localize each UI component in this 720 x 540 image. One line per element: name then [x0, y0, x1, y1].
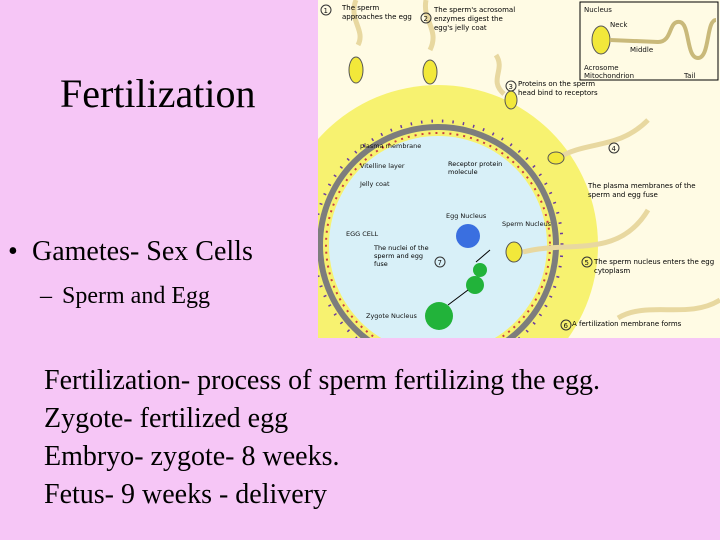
fusing-nucleus-small: [473, 263, 487, 277]
sperm-3-tail: [493, 53, 506, 96]
zygote-nucleus: [425, 302, 453, 330]
caption-step-7: The nuclei of the sperm and egg fuse: [374, 244, 429, 268]
sperm-4-tail: [556, 118, 650, 161]
label-sperm-nucleus-inside: Sperm Nucleus: [502, 220, 552, 228]
egg-cytoplasm: [329, 136, 547, 338]
caption-step-1: The sperm approaches the egg: [342, 4, 412, 21]
label-egg-nucleus: Egg Nucleus: [446, 212, 487, 220]
label-neck: Neck: [610, 21, 628, 29]
sperm-5-tail: [522, 208, 651, 255]
arrow-2: [447, 289, 469, 306]
step-marker-6: 6: [560, 319, 572, 331]
step-marker-2: 2: [420, 12, 432, 24]
vitelline-layer: [318, 124, 559, 338]
sperm-1-head: [348, 56, 364, 84]
step-marker-7: 7: [434, 256, 446, 268]
label-tail: Tail: [683, 72, 695, 80]
step-marker-5: 5: [581, 256, 593, 268]
caption-step-5: The sperm nucleus enters the egg cytopla…: [594, 258, 714, 275]
label-acrosome: Acrosome: [584, 64, 619, 72]
sperm-2-tail: [422, 0, 436, 52]
bullet-dot: •: [8, 236, 18, 267]
sub-bullet-text: Sperm and Egg: [62, 283, 210, 309]
definition-zygote: Zygote- fertilized egg: [44, 403, 289, 434]
label-middle: Middle: [630, 46, 653, 54]
slide-title: Fertilization: [60, 71, 256, 116]
definition-embryo: Embryo- zygote- 8 weeks.: [44, 441, 340, 472]
label-jelly-coat: Jelly coat: [359, 180, 390, 188]
plasma-membrane: [325, 132, 551, 338]
caption-step-3: Proteins on the sperm head bind to recep…: [518, 80, 598, 97]
definition-fetus: Fetus- 9 weeks - delivery: [44, 479, 328, 510]
label-nucleus: Nucleus: [584, 6, 612, 14]
step-marker-1: 1: [320, 4, 332, 16]
fusing-nucleus-large: [466, 276, 484, 294]
sperm-4-head: [547, 151, 565, 165]
label-egg-cell: EGG CELL: [346, 230, 379, 238]
sperm-2-head: [422, 59, 438, 85]
svg-text:5: 5: [585, 259, 589, 267]
sperm-6-tail: [616, 297, 720, 321]
arrow-1: [475, 249, 491, 263]
caption-step-6: A fertilization membrane forms: [572, 320, 681, 328]
sperm-3-head: [504, 90, 518, 110]
svg-text:4: 4: [612, 145, 617, 153]
definition-fertilization: Fertilization- process of sperm fertiliz…: [44, 365, 600, 396]
caption-step-4: The plasma membranes of the sperm and eg…: [588, 182, 696, 199]
bullet-gametes: • Gametes- Sex Cells: [8, 234, 253, 270]
step-marker-3: 3: [505, 80, 517, 92]
bullet-text: Gametes- Sex Cells: [32, 236, 253, 267]
label-vitelline-layer: Vitelline layer: [360, 162, 405, 170]
step-marker-4: 4: [608, 142, 620, 154]
svg-text:2: 2: [424, 15, 428, 23]
svg-text:7: 7: [438, 259, 442, 267]
label-plasma-membrane: plasma membrane: [360, 142, 421, 150]
inset-sperm-tail: [609, 18, 717, 61]
sperm-1-tail: [351, 0, 363, 47]
sperm-5-head: [505, 241, 523, 263]
egg-nucleus: [456, 224, 480, 248]
svg-text:6: 6: [564, 322, 569, 330]
svg-text:3: 3: [509, 83, 513, 91]
label-zygote-nucleus: Zygote Nucleus: [366, 312, 417, 320]
label-mitochondrion: Mitochondrion: [584, 72, 634, 80]
sub-bullet-sperm-egg: –Sperm and Egg: [40, 280, 210, 312]
definitions-list: Fertilization- process of sperm fertiliz…: [44, 362, 600, 514]
label-receptor: Receptor protein molecule: [448, 160, 502, 176]
inset-sperm-head: [591, 25, 611, 55]
caption-step-2: The sperm's acrosomal enzymes digest the…: [434, 6, 515, 32]
sub-bullet-dash: –: [40, 283, 52, 309]
fertilization-diagram: Nucleus Neck Middle Acrosome Mitochondri…: [318, 0, 720, 338]
fertilization-diagram-svg: Nucleus Neck Middle Acrosome Mitochondri…: [318, 0, 720, 338]
svg-text:1: 1: [324, 7, 328, 15]
